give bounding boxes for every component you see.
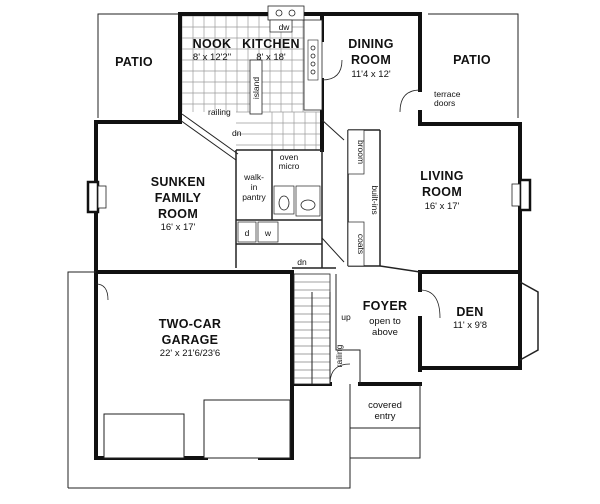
dining-label-1: DINING [348, 37, 394, 51]
up-label: up [341, 312, 351, 322]
den-bay-window [519, 281, 539, 361]
covered-entry-1: covered [368, 400, 402, 411]
garage-doors [67, 271, 351, 489]
nook-size: 8' x 12'2" [193, 52, 231, 63]
railing-top-label: railing [208, 107, 231, 117]
family-room-railing [179, 113, 239, 161]
dining-label-2: ROOM [351, 53, 391, 67]
builtins-label: built-ins [370, 185, 380, 214]
den-size: 11' x 9'8 [453, 320, 487, 331]
oven-label-2: micro [279, 161, 300, 171]
railing-foyer-label: railing [334, 344, 344, 367]
family-label-2: FAMILY [155, 191, 202, 205]
broom-label: broom [356, 140, 366, 164]
pantry-label-3: pantry [242, 192, 266, 202]
living-size: 16' x 17' [425, 201, 460, 212]
doors [95, 59, 441, 385]
covered-entry-outline [349, 384, 421, 459]
foyer-note-1: open to [369, 316, 401, 327]
living-label-2: ROOM [422, 185, 462, 199]
kitchen-label: KITCHEN [242, 37, 300, 51]
patio-left-outline [97, 13, 178, 118]
oven-label-1: oven [280, 152, 299, 162]
patio-right-outline [428, 13, 519, 118]
dining-size: 11'4 x 12' [351, 69, 391, 80]
dn-top-label: dn [232, 128, 242, 138]
coats-label: coats [356, 234, 366, 254]
family-size: 16' x 17' [161, 222, 196, 233]
dn-mid-label: dn [297, 257, 307, 267]
fireplace-right [511, 178, 532, 212]
foyer-label: FOYER [363, 299, 408, 313]
garage-label-2: GARAGE [162, 333, 219, 347]
patio-right-label: PATIO [453, 53, 491, 67]
stairs [293, 273, 361, 385]
pantry-label-2: in [251, 182, 258, 192]
kitchen-counters [249, 5, 323, 115]
dishwasher-label: dw [279, 22, 291, 32]
pantry-details [237, 185, 321, 243]
kitchen-size: 8' x 18' [256, 52, 286, 63]
pantry-label-1: walk- [243, 172, 264, 182]
washer-label: w [264, 228, 272, 238]
patio-left-label: PATIO [115, 55, 153, 69]
garage-label-1: TWO-CAR [159, 317, 222, 331]
dryer-label: d [245, 228, 250, 238]
living-label-1: LIVING [420, 169, 463, 183]
foyer-note-2: above [372, 327, 398, 338]
garage-size: 22' x 21'6/23'6 [160, 348, 220, 359]
room-labels: PATIO NOOK 8' x 12'2" KITCHEN 8' x 18' D… [115, 37, 491, 422]
terrace-label-2: doors [434, 98, 455, 108]
nook-label: NOOK [193, 37, 232, 51]
family-label-1: SUNKEN [151, 175, 206, 189]
island-label: island [251, 77, 261, 99]
family-label-3: ROOM [158, 207, 198, 221]
terrace-label-1: terrace [434, 89, 461, 99]
annotations: dw island railing dn terrace doors broom… [208, 22, 461, 367]
closets [347, 129, 365, 267]
den-label: DEN [456, 305, 483, 319]
fireplace-left [86, 180, 107, 214]
covered-entry-2: entry [374, 411, 395, 422]
